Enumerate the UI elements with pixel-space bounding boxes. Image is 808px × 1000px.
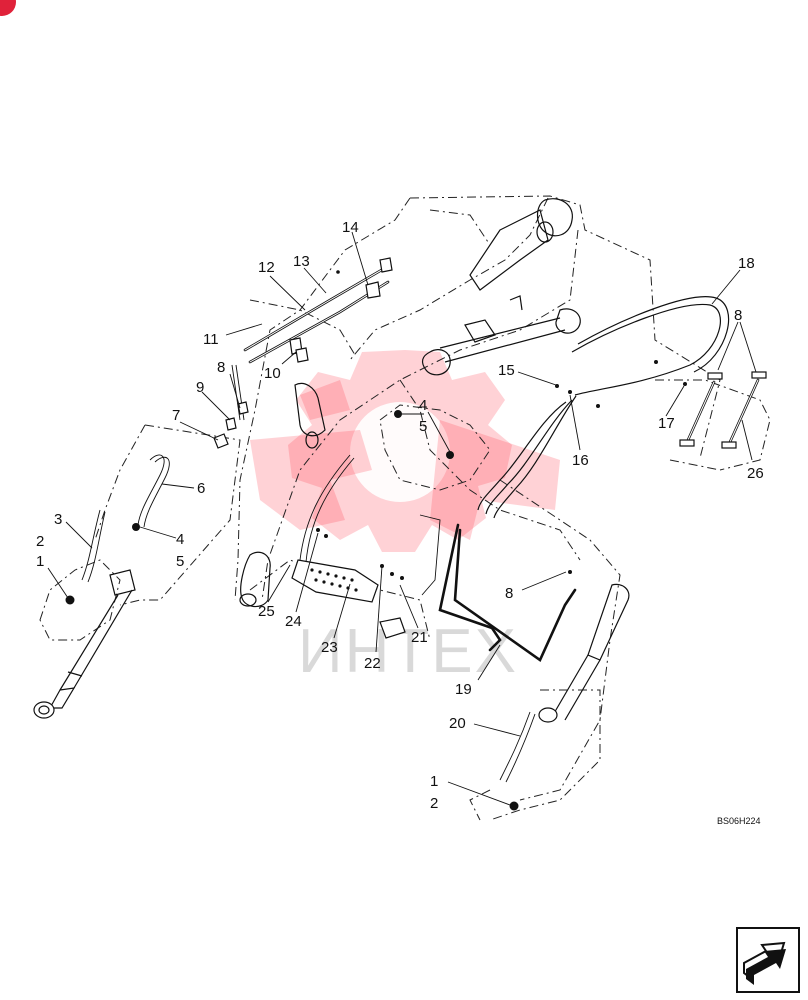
fittings bbox=[65, 257, 687, 811]
callout-16: 16 bbox=[572, 452, 589, 469]
callout-3: 3 bbox=[54, 511, 62, 528]
callout-12: 12 bbox=[258, 259, 275, 276]
callout-1: 1 bbox=[430, 773, 438, 790]
callout-17: 17 bbox=[658, 415, 675, 432]
callout-25: 25 bbox=[258, 603, 275, 620]
callout-6: 6 bbox=[197, 480, 205, 497]
valve-block bbox=[291, 559, 406, 639]
callout-19: 19 bbox=[455, 681, 472, 698]
callout-4: 4 bbox=[176, 531, 184, 548]
callout-14: 14 bbox=[342, 219, 359, 236]
callout-5: 5 bbox=[419, 418, 427, 435]
callout-labels: 1 2 3 4 5 6 7 8 9 10 11 12 13 14 4 5 15 … bbox=[36, 219, 764, 812]
callout-10: 10 bbox=[264, 365, 281, 382]
callout-15: 15 bbox=[498, 362, 515, 379]
next-page-button[interactable] bbox=[736, 927, 800, 993]
callout-2: 2 bbox=[36, 533, 44, 550]
callout-26: 26 bbox=[747, 465, 764, 482]
callout-22: 22 bbox=[364, 655, 381, 672]
callout-1: 1 bbox=[36, 553, 44, 570]
next-page-arrow-icon bbox=[743, 941, 786, 985]
callout-8: 8 bbox=[217, 359, 225, 376]
callout-21: 21 bbox=[411, 629, 428, 646]
arm-structure bbox=[239, 198, 581, 608]
watermark-text: ИНТЕХ bbox=[298, 617, 518, 686]
callout-18: 18 bbox=[738, 255, 755, 272]
leader-lines bbox=[47, 231, 757, 806]
callout-13: 13 bbox=[293, 253, 310, 270]
callout-11: 11 bbox=[203, 331, 219, 348]
callout-7: 7 bbox=[172, 407, 180, 424]
callout-5: 5 bbox=[176, 553, 184, 570]
callout-23: 23 bbox=[321, 639, 338, 656]
callout-8: 8 bbox=[734, 307, 742, 324]
left-lift-cylinder bbox=[33, 569, 136, 719]
hydraulic-hoses bbox=[81, 266, 767, 783]
callout-4: 4 bbox=[419, 397, 427, 414]
right-lift-cylinder bbox=[538, 583, 630, 723]
callout-9: 9 bbox=[196, 379, 204, 396]
drawing-code: BS06H224 bbox=[717, 816, 761, 826]
callout-20: 20 bbox=[449, 715, 466, 732]
watermark-gear bbox=[250, 350, 560, 552]
callout-24: 24 bbox=[285, 613, 302, 630]
callout-2: 2 bbox=[430, 795, 438, 812]
callout-8: 8 bbox=[505, 585, 513, 602]
